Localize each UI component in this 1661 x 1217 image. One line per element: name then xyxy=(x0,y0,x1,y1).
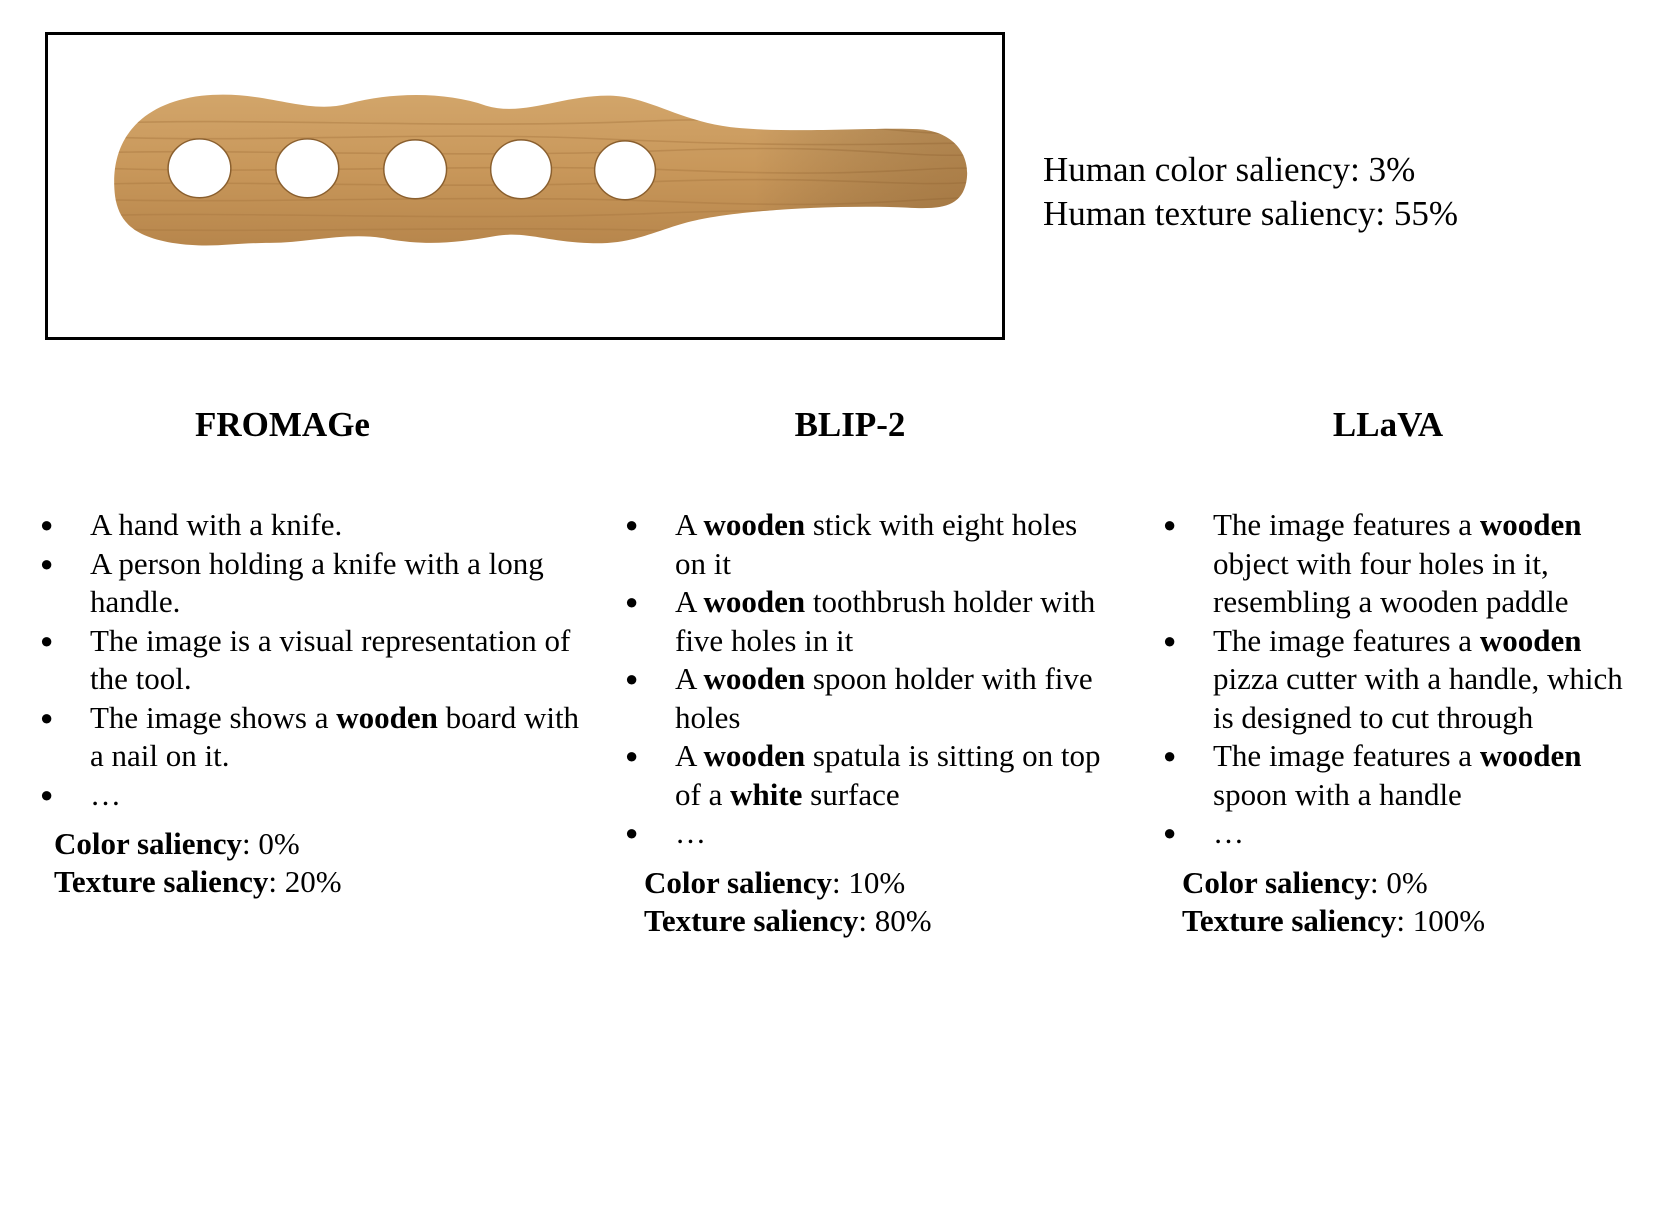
hole-2 xyxy=(275,138,340,199)
caption-item: The image is a visual representation of … xyxy=(40,622,585,699)
hole-4 xyxy=(489,139,553,200)
model-saliency-scores: Color saliency: 0% Texture saliency: 100… xyxy=(1182,864,1485,940)
texture-saliency-label: Texture saliency xyxy=(1182,903,1397,938)
caption-item: The image features a wooden object with … xyxy=(1163,506,1648,622)
highlighted-word: white xyxy=(730,776,803,812)
color-saliency-value: : 0% xyxy=(1370,865,1428,900)
highlighted-word: wooden xyxy=(1479,738,1582,773)
color-saliency-label: Color saliency xyxy=(644,865,832,900)
hole-1 xyxy=(167,138,232,199)
highlighted-word: wooden xyxy=(1479,507,1582,542)
texture-saliency-label: Texture saliency xyxy=(644,903,859,938)
caption-list: A hand with a knife.A person holding a k… xyxy=(40,506,585,814)
caption-text: A hand with a knife. xyxy=(90,507,343,542)
caption-text: stick with eight holes on it xyxy=(675,507,1078,581)
caption-item: … xyxy=(40,776,585,815)
caption-item: A wooden stick with eight holes on it xyxy=(625,506,1115,583)
caption-text: The image is a visual representation of … xyxy=(90,622,571,697)
model-saliency-scores: Color saliency: 10% Texture saliency: 80… xyxy=(644,864,932,940)
human-saliency-stats: Human color saliency: 3% Human texture s… xyxy=(1043,148,1458,236)
caption-item: The image features a wooden spoon with a… xyxy=(1163,737,1648,814)
human-color-saliency: Human color saliency: 3% xyxy=(1043,150,1416,189)
caption-list: A wooden stick with eight holes on itA w… xyxy=(625,506,1115,853)
hole-5 xyxy=(593,140,657,201)
caption-text: spoon with a handle xyxy=(1213,776,1462,812)
highlighted-word: wooden xyxy=(1479,622,1582,658)
caption-item: A wooden toothbrush holder with five hol… xyxy=(625,583,1115,660)
highlighted-word: wooden xyxy=(703,661,806,696)
caption-text: … xyxy=(675,815,706,850)
model-title: BLIP-2 xyxy=(794,405,906,444)
paddle-holes xyxy=(167,138,657,201)
model-saliency-scores: Color saliency: 0% Texture saliency: 20% xyxy=(54,825,342,901)
caption-item: … xyxy=(625,814,1115,853)
caption-text: A xyxy=(675,738,704,773)
hole-3 xyxy=(383,139,448,200)
caption-text: object with four holes in it, resembling… xyxy=(1213,545,1569,620)
caption-text: A person holding a knife with a long han… xyxy=(90,545,544,620)
caption-text: The image features a xyxy=(1213,738,1480,773)
caption-text: spatula is sitting on top of a xyxy=(675,738,1101,812)
caption-text: The image features a xyxy=(1213,507,1480,542)
texture-saliency-value: : 80% xyxy=(858,903,932,938)
texture-saliency-value: : 20% xyxy=(268,864,342,899)
texture-saliency-label: Texture saliency xyxy=(54,864,269,899)
caption-text: board with a nail on it. xyxy=(90,699,580,774)
texture-saliency-value: : 100% xyxy=(1396,903,1486,938)
caption-item: … xyxy=(1163,814,1648,853)
caption-text: toothbrush holder with five holes in it xyxy=(675,584,1096,658)
color-saliency-label: Color saliency xyxy=(54,826,242,861)
caption-text: surface xyxy=(802,776,900,812)
caption-item: The image shows a wooden board with a na… xyxy=(40,699,585,776)
highlighted-word: wooden xyxy=(703,738,806,773)
highlighted-word: wooden xyxy=(703,584,806,619)
object-image-frame xyxy=(45,32,1005,340)
model-title: FROMAGe xyxy=(195,405,370,444)
caption-item: A person holding a knife with a long han… xyxy=(40,545,585,622)
color-saliency-value: : 0% xyxy=(242,826,300,861)
caption-item: A wooden spoon holder with five holes xyxy=(625,660,1115,737)
highlighted-word: wooden xyxy=(703,507,806,542)
caption-list: The image features a wooden object with … xyxy=(1163,506,1648,853)
caption-text: pizza cutter with a handle, which is des… xyxy=(1213,661,1623,735)
caption-item: A wooden spatula is sitting on top of a … xyxy=(625,737,1115,814)
caption-text: spoon holder with five holes xyxy=(675,661,1093,735)
caption-text: A xyxy=(675,507,704,542)
caption-text: The image features a xyxy=(1213,622,1480,658)
color-saliency-value: : 10% xyxy=(832,865,906,900)
highlighted-word: wooden xyxy=(336,699,438,735)
model-title: LLaVA xyxy=(1332,405,1444,444)
caption-text: A xyxy=(675,661,704,696)
caption-item: A hand with a knife. xyxy=(40,506,585,545)
human-texture-saliency: Human texture saliency: 55% xyxy=(1043,194,1459,233)
caption-text: The image shows a xyxy=(90,699,337,735)
wooden-paddle-image xyxy=(114,94,968,246)
color-saliency-label: Color saliency xyxy=(1182,865,1370,900)
caption-text: … xyxy=(90,776,121,812)
caption-text: … xyxy=(1213,815,1244,850)
caption-text: A xyxy=(675,584,704,619)
caption-item: The image features a wooden pizza cutter… xyxy=(1163,622,1648,738)
